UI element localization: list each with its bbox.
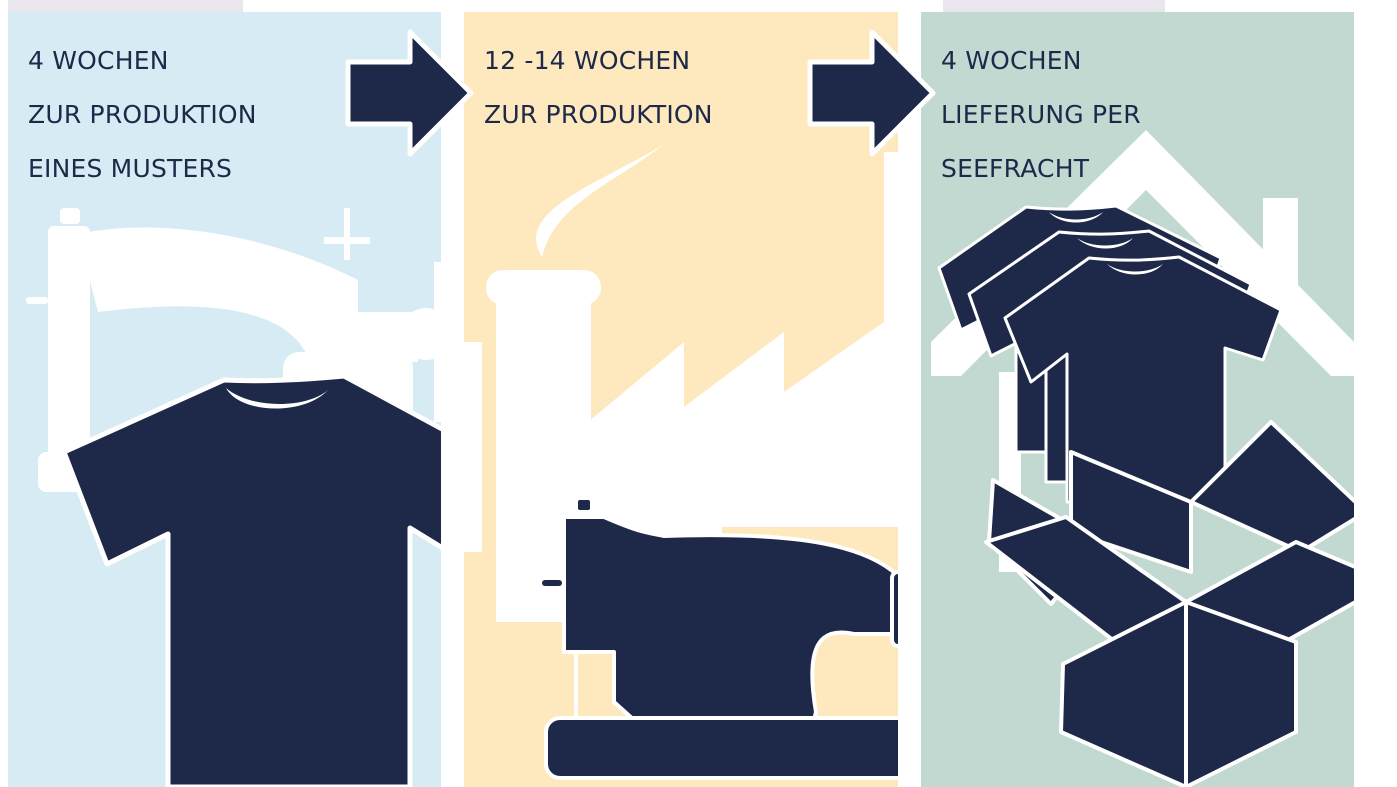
top-strip-left [8,0,243,12]
caption-line: LIEFERUNG PER [941,88,1141,142]
arrow-right-icon [806,28,938,158]
caption-line: EINES MUSTERS [28,142,257,196]
top-strip-right [943,0,1165,12]
step-production-caption: 12 -14 WOCHEN ZUR PRODUKTION [484,34,713,142]
caption-line: 4 WOCHEN [28,34,257,88]
arrow-right-icon [344,28,476,158]
step-sample-caption: 4 WOCHEN ZUR PRODUKTION EINES MUSTERS [28,34,257,196]
step-delivery-caption: 4 WOCHEN LIEFERUNG PER SEEFRACHT [941,34,1141,196]
caption-line: 12 -14 WOCHEN [484,34,713,88]
caption-line: ZUR PRODUKTION [484,88,713,142]
t-shirt-icon [64,376,441,787]
caption-line: 4 WOCHEN [941,34,1141,88]
caption-line: SEEFRACHT [941,142,1141,196]
step-delivery-panel: 4 WOCHEN LIEFERUNG PER SEEFRACHT [921,12,1354,787]
caption-line: ZUR PRODUKTION [28,88,257,142]
